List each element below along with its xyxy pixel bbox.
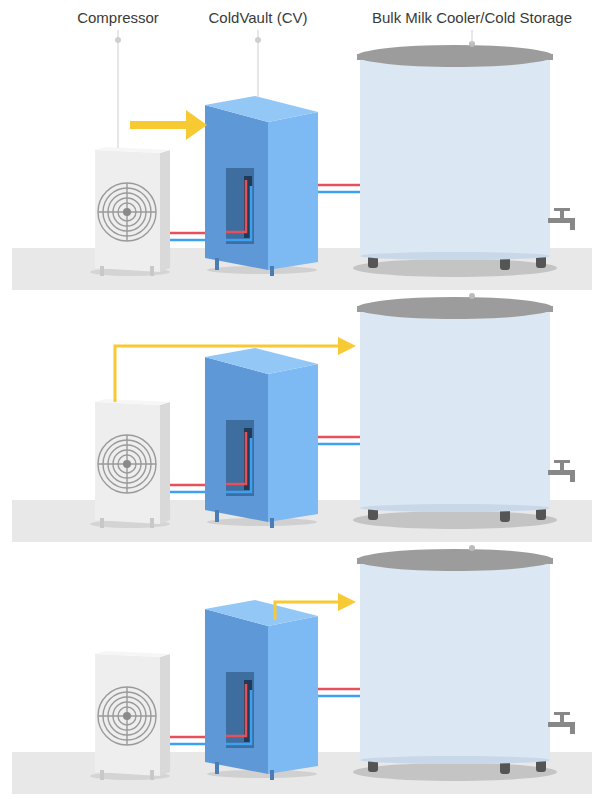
part-name: Compressor (77, 9, 159, 27)
part-name: ColdVault (CV) (209, 9, 308, 27)
part-name: Bulk Milk Cooler/Cold Storage (372, 9, 572, 27)
